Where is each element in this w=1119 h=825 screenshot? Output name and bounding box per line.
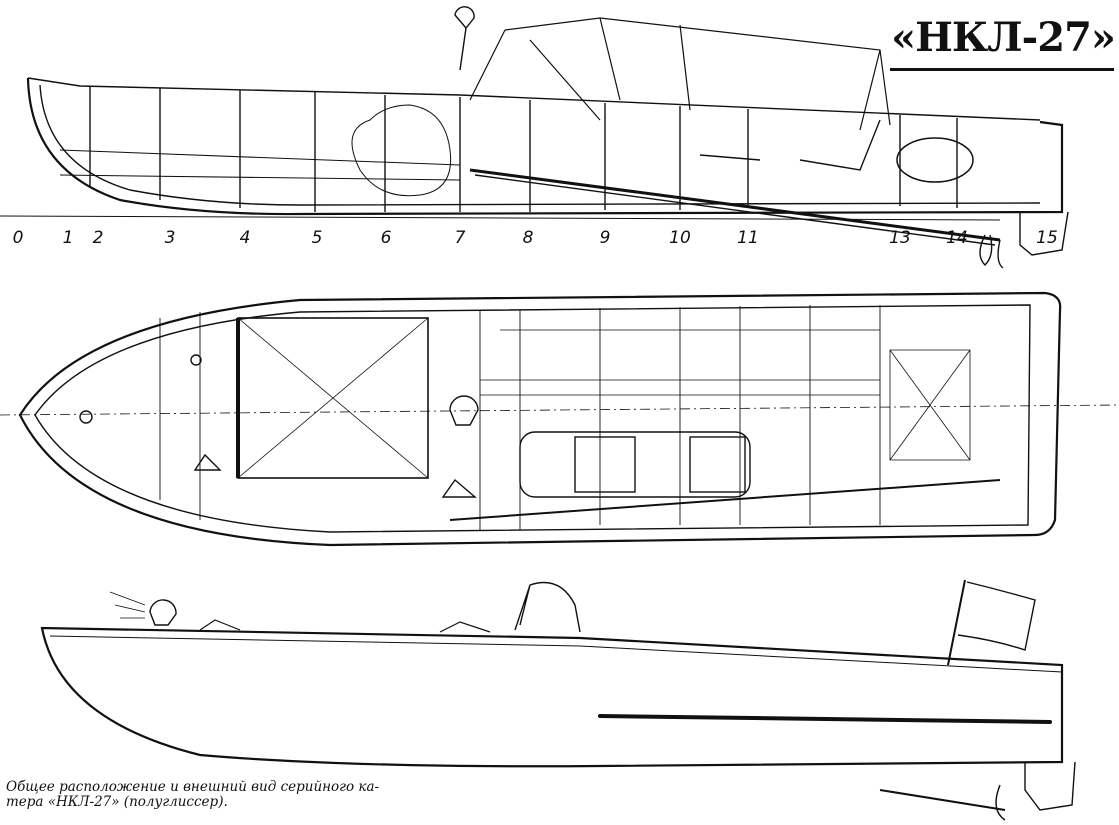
station-label: 3	[164, 228, 176, 248]
station-label: 7	[454, 228, 466, 248]
station-label: 0	[12, 228, 24, 248]
station-label: 13	[889, 228, 911, 248]
station-label: 1	[62, 228, 74, 248]
station-label: 8	[522, 228, 534, 248]
drawing-title: «НКЛ-27»	[891, 14, 1116, 61]
station-label: 4	[239, 228, 251, 248]
plan-view	[0, 291, 1119, 547]
caption-line-1: Общее расположение и внешний вид серийно…	[6, 779, 380, 795]
side-section-view	[0, 6, 1069, 269]
station-label: 2	[92, 228, 104, 248]
exterior-profile-view	[40, 579, 1076, 821]
station-label: 6	[380, 228, 392, 248]
caption-line-2: тера «НКЛ-27» (полуглиссер).	[6, 794, 228, 810]
station-label: 10	[669, 228, 691, 248]
title-underline	[890, 68, 1114, 71]
station-label: 15	[1036, 228, 1058, 248]
figure-caption: Общее расположение и внешний вид серийно…	[6, 780, 379, 810]
station-label: 11	[737, 228, 759, 248]
station-label: 5	[311, 228, 323, 248]
station-label: 9	[599, 228, 611, 248]
station-label: 14	[946, 228, 968, 248]
